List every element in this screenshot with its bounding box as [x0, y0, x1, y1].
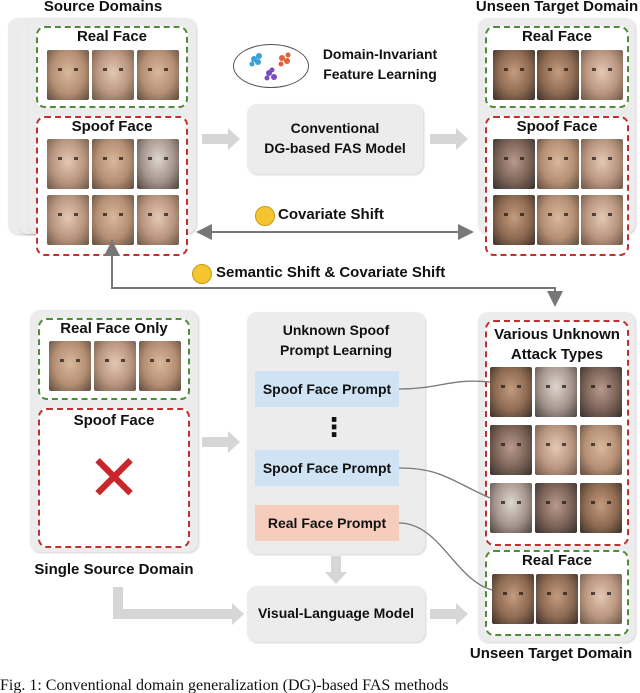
face-image [49, 341, 91, 391]
source-real-face-label: Real Face [76, 28, 148, 45]
source-domains-title: Source Domains [43, 0, 163, 15]
prompt-connector [398, 467, 491, 499]
spoof-face-prompt-2: Spoof Face Prompt [255, 450, 399, 486]
figure-caption: Fig. 1: Conventional domain generalizati… [0, 678, 449, 693]
face-image [493, 50, 535, 100]
face-image [47, 139, 89, 189]
face-image [537, 139, 579, 189]
bottom-target-real-face-label: Real Face [521, 552, 593, 569]
face-image [92, 195, 134, 245]
face-image [536, 574, 578, 624]
face-image [581, 139, 623, 189]
real-face-prompt: Real Face Prompt [255, 505, 399, 541]
face-image [92, 50, 134, 100]
face-image [94, 341, 136, 391]
face-image [47, 195, 89, 245]
prompt-connector [398, 522, 493, 591]
flow-arrow [202, 128, 240, 150]
real-face-only-label: Real Face Only [60, 320, 168, 337]
face-image [580, 425, 622, 475]
face-image [581, 195, 623, 245]
face-image [580, 483, 622, 533]
covariate-shift-label: Covariate Shift [278, 206, 384, 223]
target-spoof-face-label: Spoof Face [516, 118, 598, 135]
bottom-spoof-face-label: Spoof Face [73, 412, 155, 429]
face-image [493, 139, 535, 189]
face-image [581, 50, 623, 100]
cross-icon: ✕ [87, 442, 141, 514]
face-image [137, 50, 179, 100]
single-source-caption: Single Source Domain [34, 561, 194, 578]
face-image [492, 574, 534, 624]
frown-icon [192, 264, 212, 284]
flow-arrow [430, 603, 468, 625]
face-image [490, 425, 532, 475]
face-image [493, 195, 535, 245]
spoof-face-prompt-1: Spoof Face Prompt [255, 371, 399, 407]
prompt-connector [398, 380, 491, 390]
face-image [137, 139, 179, 189]
face-image [490, 367, 532, 417]
model-label-1: Conventional [290, 120, 380, 136]
face-image [535, 483, 577, 533]
feature-learning-label-1: Domain-Invariant [322, 46, 438, 62]
prompt-learning-label-2: Prompt Learning [279, 342, 392, 358]
face-image [580, 574, 622, 624]
face-image [535, 367, 577, 417]
bottom-target-caption: Unseen Target Domain [469, 645, 633, 662]
face-image [47, 50, 89, 100]
flow-arrow [325, 556, 347, 584]
face-image [139, 341, 181, 391]
face-image [92, 139, 134, 189]
face-image [537, 50, 579, 100]
feature-clusters-icon [233, 44, 309, 88]
model-label-2: DG-based FAS Model [264, 140, 406, 156]
flow-arrow [202, 431, 240, 453]
face-image [490, 483, 532, 533]
ellipsis-icon: ⋮ [321, 412, 347, 442]
target-domain-title: Unseen Target Domain [475, 0, 639, 15]
smiley-icon [255, 206, 275, 226]
attack-types-label-2: Attack Types [510, 346, 604, 363]
face-image [137, 195, 179, 245]
face-image [535, 425, 577, 475]
feature-learning-label-2: Feature Learning [323, 66, 437, 82]
attack-types-label-1: Various Unknown [494, 326, 620, 343]
conventional-model-box [247, 104, 423, 174]
flow-arrow [430, 128, 468, 150]
prompt-learning-label-1: Unknown Spoof [282, 322, 390, 338]
flow-arrow [113, 587, 244, 625]
semantic-shift-label: Semantic Shift & Covariate Shift [216, 264, 446, 281]
vl-model-label: Visual-Language Model [257, 605, 415, 621]
visual-language-model-box [247, 586, 425, 642]
face-image [537, 195, 579, 245]
semantic-shift-arrow [111, 240, 563, 307]
face-image [580, 367, 622, 417]
target-real-face-label: Real Face [521, 28, 593, 45]
missing-spoof-face-group [38, 408, 190, 548]
source-spoof-face-label: Spoof Face [71, 118, 153, 135]
